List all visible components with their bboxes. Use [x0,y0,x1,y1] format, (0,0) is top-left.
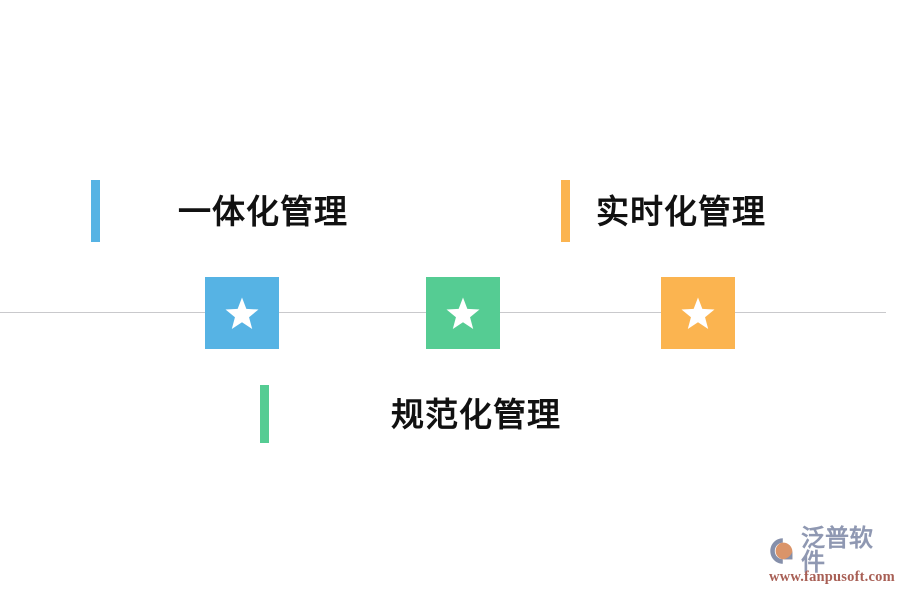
fanpu-logo-icon [768,536,798,566]
feature-label-two: 实时化管理 [561,180,766,242]
star-tile-green [426,277,500,349]
blue-accent-bar [91,180,100,242]
orange-accent-bar [561,180,570,242]
feature-label-one-text: 一体化管理 [178,192,348,230]
watermark: 泛普软件 www.fanpusoft.com [768,527,895,590]
watermark-brand-name: 泛普软件 [801,525,873,576]
star-icon [446,297,480,330]
watermark-url: www.fanpusoft.com [769,569,895,585]
feature-label-two-text: 实时化管理 [596,192,766,230]
star-tile-orange [661,277,735,349]
watermark-brand-row: 泛普软件 [768,527,894,575]
green-accent-bar [260,385,269,443]
star-tile-blue [205,277,279,349]
star-icon [225,297,259,330]
feature-label-three-text: 规范化管理 [391,395,561,433]
star-icon [681,297,715,330]
feature-label-one: 一体化管理 [91,180,348,242]
feature-label-three: 规范化管理 [260,384,561,444]
